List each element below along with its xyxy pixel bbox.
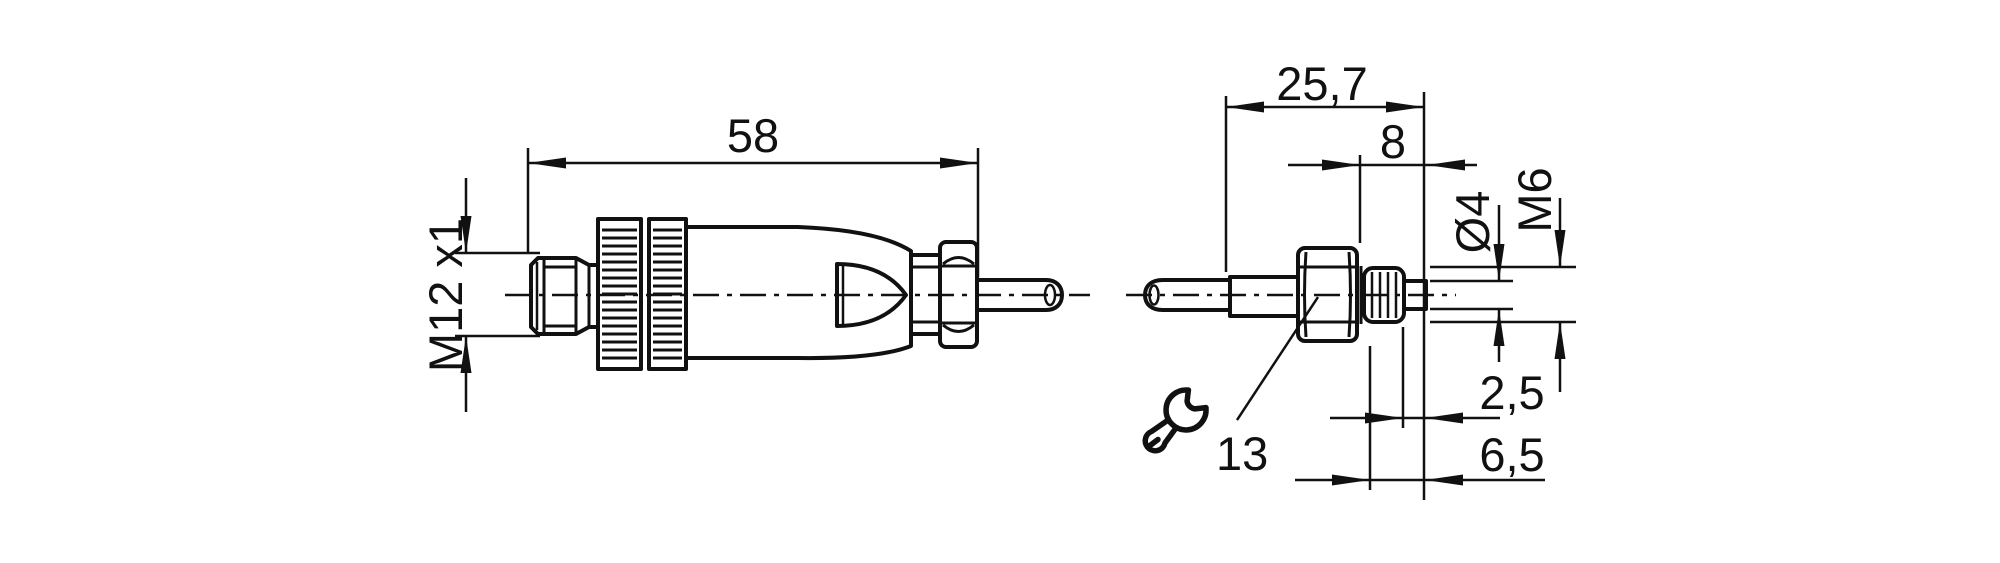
dim-58-arrow-right <box>940 157 978 169</box>
left-cable-outline <box>975 278 1064 312</box>
dim-6-5-label: 6,5 <box>1479 428 1544 481</box>
wrench-icon <box>1142 387 1209 454</box>
leader-line <box>1235 296 1320 421</box>
housing-neck-detail <box>911 265 940 324</box>
dim-58-lines <box>526 148 980 277</box>
dim-8: 8 <box>1288 115 1477 243</box>
dim-25-7-label: 25,7 <box>1276 57 1367 110</box>
dim-2-5-arrow-left <box>1365 412 1403 424</box>
dim-dia4-arrow-bottom <box>1493 309 1505 346</box>
dim-8-arrow-left <box>1322 159 1360 171</box>
wrench-size-callout: 13 <box>1142 296 1320 480</box>
dim-58-arrow-left <box>528 157 566 169</box>
knurl-ring-2-striations <box>653 228 682 360</box>
thread-m6-label: M6 <box>1508 167 1561 232</box>
gland-hex-nut-facets <box>940 256 977 333</box>
dim-58: 58 <box>526 109 980 277</box>
dim-6-5-arrow-left <box>1332 474 1370 486</box>
dim-m6-lines <box>1430 198 1576 392</box>
knurl-ring-1-striations <box>602 228 637 360</box>
dim-m12: M12 x1 <box>419 178 540 412</box>
dim-m12-arrow-bottom <box>460 336 472 373</box>
dim-dia4-arrow-top <box>1493 244 1505 281</box>
dim-dia4-lines <box>1430 205 1513 362</box>
m6-sensor-view: 25,7 8 Ø4 M6 2,5 <box>1126 57 1576 500</box>
dim-2-5-lines <box>1330 327 1500 428</box>
dim-25-7: 25,7 <box>1224 57 1424 272</box>
dim-m6: M6 <box>1430 167 1576 392</box>
dim-8-label: 8 <box>1380 115 1406 168</box>
sensor-hex-nut-facets <box>1298 251 1357 338</box>
housing-neck-outline <box>911 253 940 336</box>
sensor-sleeve <box>1228 275 1300 318</box>
wrench-size-label: 13 <box>1216 427 1268 480</box>
dim-8-arrow-right <box>1427 159 1465 171</box>
m12-connector-view: 58 M12 x1 <box>419 109 1090 412</box>
dim-2-5-label: 2,5 <box>1479 366 1544 419</box>
thread-m12-label: M12 x1 <box>419 218 472 372</box>
dim-dia4: Ø4 <box>1430 191 1513 362</box>
dim-m6-arrow-top <box>1554 230 1566 267</box>
dim-6-5: 6,5 <box>1295 346 1545 490</box>
dim-m12-arrow-top <box>460 216 472 253</box>
dim-6-5-arrow-right <box>1425 474 1463 486</box>
dim-2-5: 2,5 <box>1330 327 1545 428</box>
dim-58-label: 58 <box>727 109 779 162</box>
dim-2-5-arrow-right <box>1425 412 1463 424</box>
dim-25-7-arrow-right <box>1386 101 1424 113</box>
dim-m6-arrow-bottom <box>1554 322 1566 359</box>
dia-4-label: Ø4 <box>1446 191 1499 254</box>
dim-25-7-arrow-left <box>1226 101 1264 113</box>
dim-m12-lines <box>455 178 540 412</box>
